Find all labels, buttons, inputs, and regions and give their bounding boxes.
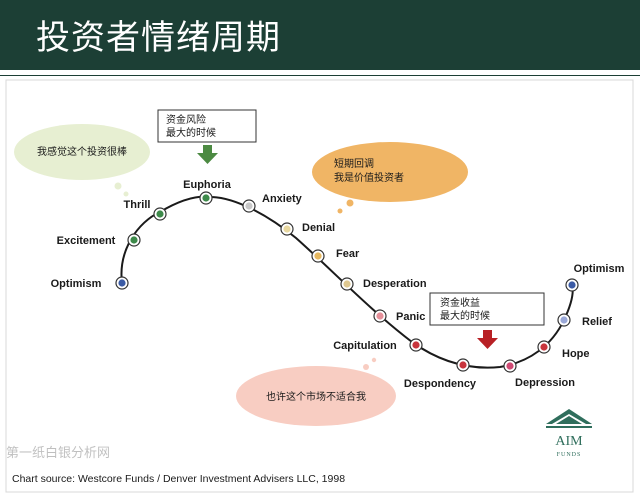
bubble-text-line-1: 短期回调 — [334, 157, 374, 170]
stage-label: Optimism — [574, 263, 625, 275]
stage-label: Panic — [396, 311, 425, 323]
stage-label: Hope — [562, 348, 590, 360]
callout-line-1: 资金收益 — [440, 296, 480, 309]
stage-hope-12: Hope — [537, 340, 590, 360]
stage-denial-5: Denial — [280, 222, 335, 236]
logo-text: AIM — [555, 434, 583, 449]
stage-node-dot — [343, 280, 351, 288]
stage-anxiety-4: Anxiety — [242, 193, 303, 213]
stage-thrill-2: Thrill — [124, 199, 167, 221]
stage-node-dot — [506, 362, 514, 370]
stage-label: Depression — [515, 377, 575, 389]
chart-source: Chart source: Westcore Funds / Denver In… — [12, 473, 346, 485]
watermark-text: 第一纸白银分析网 — [6, 446, 111, 461]
down-arrow-icon — [197, 145, 218, 164]
page-title: 投资者情绪周期 — [36, 18, 281, 58]
stage-node-dot — [245, 202, 253, 210]
bubble-text: 我感觉这个投资很棒 — [37, 145, 127, 158]
callout-line-2: 最大的时候 — [440, 309, 490, 322]
logo-subtext: FUNDS — [557, 452, 582, 458]
diagram-panel — [5, 79, 634, 493]
stage-nodes: Optimism Excitement Thrill EuphoriaAnxietyD… — [51, 179, 625, 390]
stage-depression-11: Depression — [503, 359, 575, 389]
stage-desperation-7: Desperation — [340, 277, 427, 291]
stage-excitement-1: Excitement — [57, 233, 141, 247]
stage-node-dot — [202, 194, 210, 202]
stage-label: Excitement — [57, 235, 116, 247]
stage-label: Relief — [582, 316, 612, 328]
stage-capitulation-9: Capitulation — [333, 338, 423, 352]
stage-node-dot — [283, 225, 291, 233]
thought-bubble-confident: 我感觉这个投资很棒 — [14, 124, 150, 197]
stage-label: Euphoria — [183, 179, 232, 191]
stage-label: Desperation — [363, 278, 427, 290]
stage-relief-13: Relief — [557, 313, 612, 328]
callout-max-risk: 资金风险 最大的时候 — [157, 109, 257, 164]
stage-node-dot — [568, 281, 576, 289]
stage-node-dot — [560, 316, 568, 324]
stage-label: Anxiety — [262, 193, 303, 205]
stage-despondency-10: Despondency — [404, 358, 477, 390]
stage-node-dot — [118, 279, 126, 287]
stage-optimism-0: Optimism — [51, 276, 129, 290]
thought-bubble-value-investor: 短期回调 我是价值投资者 — [312, 142, 468, 214]
callout-line-2: 最大的时候 — [166, 126, 216, 139]
bubble-text: 也许这个市场不适合我 — [266, 390, 366, 403]
stage-label: Optimism — [51, 278, 102, 290]
header-bar: 投资者情绪周期 — [0, 0, 640, 76]
stage-label: Thrill — [124, 199, 151, 211]
bubble-text-line-2: 我是价值投资者 — [334, 171, 404, 184]
aim-funds-logo: AIM FUNDS — [540, 406, 598, 460]
stage-node-dot — [130, 236, 138, 244]
stage-label: Fear — [336, 248, 360, 260]
stage-node-dot — [156, 210, 164, 218]
stage-node-dot — [376, 312, 384, 320]
down-arrow-icon — [477, 330, 498, 349]
stage-label: Denial — [302, 222, 335, 234]
stage-label: Capitulation — [333, 340, 397, 352]
stage-node-dot — [540, 343, 548, 351]
header-divider — [0, 70, 640, 75]
stage-node-dot — [459, 361, 467, 369]
stage-node-dot — [412, 341, 420, 349]
stage-node-dot — [314, 252, 322, 260]
stage-optimism-14: Optimism — [565, 263, 625, 292]
thought-bubble-doubt: 也许这个市场不适合我 — [236, 357, 396, 426]
stage-label: Despondency — [404, 378, 477, 390]
stage-fear-6: Fear — [311, 248, 360, 263]
cycle-curve — [120, 195, 574, 369]
callout-line-1: 资金风险 — [166, 113, 206, 126]
stage-panic-8: Panic — [373, 309, 425, 323]
stage-euphoria-3: Euphoria — [183, 179, 232, 205]
callout-max-return: 资金收益 最大的时候 — [429, 292, 545, 349]
